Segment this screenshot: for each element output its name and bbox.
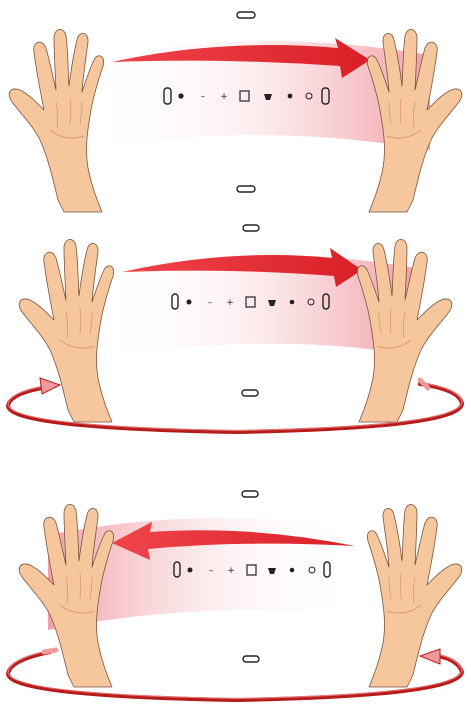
dot-icon [187,300,192,305]
top-sensor-icon [237,12,255,18]
panel-2: – + [8,225,462,432]
panel-3: – + [8,491,462,700]
plus-icon: + [226,298,234,308]
ring-arrow-left-icon [40,378,60,394]
bottom-sensor-icon [243,656,259,662]
dot-icon-2 [288,94,293,99]
ring-arrow-right-icon [420,649,440,664]
top-sensor-icon [243,225,259,231]
plus-icon: + [220,92,228,102]
bottom-sensor-icon [237,186,255,192]
minus-icon: – [201,92,206,102]
dot-icon-2 [290,300,295,305]
dot-icon [188,568,193,573]
left-hand-icon [19,239,113,422]
minus-icon: – [209,566,214,576]
dot-icon-2 [290,568,295,573]
bottom-sensor-icon [242,390,258,396]
left-hand-icon [9,29,103,212]
dot-icon [178,93,183,98]
minus-icon: – [208,298,213,308]
panel-1: – + [9,12,462,212]
plus-icon: + [227,566,235,576]
top-sensor-icon [242,491,258,497]
